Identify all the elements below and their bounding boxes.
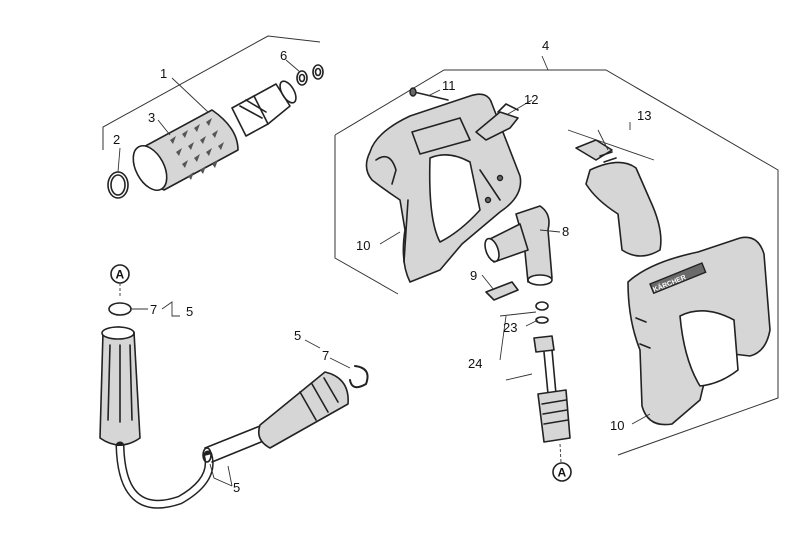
callout-3: 3 [148,110,155,125]
part-o-ring [107,171,129,199]
callout-4: 4 [542,38,549,53]
part-trigger-lock [475,103,519,141]
callout-10-housing: 10 [356,238,370,253]
callout-10-gun: 10 [610,418,624,433]
group-frame-1 [102,35,321,150]
callout-5-top: 5 [186,304,193,319]
callout-6: 6 [280,48,287,63]
part-elbow-connector [484,205,553,286]
part-lance-o-ring [349,365,369,389]
part-hose-core [117,445,213,508]
callout-13: 13 [637,108,651,123]
callout-7-top: 7 [150,302,157,317]
part-valve-stem [533,301,571,443]
callout-24: 24 [468,356,482,371]
callout-5-hose: 5 [233,480,240,495]
callout-9: 9 [470,268,477,283]
callout-11: 11 [442,78,456,93]
svg-text:A: A [116,268,125,282]
callout-2: 2 [113,132,120,147]
callout-5-lance: 5 [294,328,301,343]
callout-1: 1 [160,66,167,81]
group-frame-4 [334,69,779,456]
callout-7-lance: 7 [322,348,329,363]
part-lance-grip [257,371,349,449]
svg-text:A: A [558,466,567,480]
part-clip [485,281,519,301]
callout-23: 23 [503,320,517,335]
part-handle-half [575,139,662,257]
callout-12: 12 [524,92,538,107]
part-washers [296,64,324,86]
part-nozzle-coupling [231,80,297,137]
connector-a-bottom: A [552,443,572,482]
part-perforated-sleeve [132,109,239,191]
brand-plate [649,262,707,295]
leader-lines [117,55,655,487]
part-screw [409,87,449,101]
part-gun-body: KÄRCHER [627,236,771,426]
part-lance-tube [202,425,267,463]
callout-8: 8 [562,224,569,239]
part-small-o-ring [108,302,132,316]
connector-a-top: A [110,264,130,296]
part-gun-housing-half [365,93,522,283]
part-hose-coupling [99,326,141,446]
